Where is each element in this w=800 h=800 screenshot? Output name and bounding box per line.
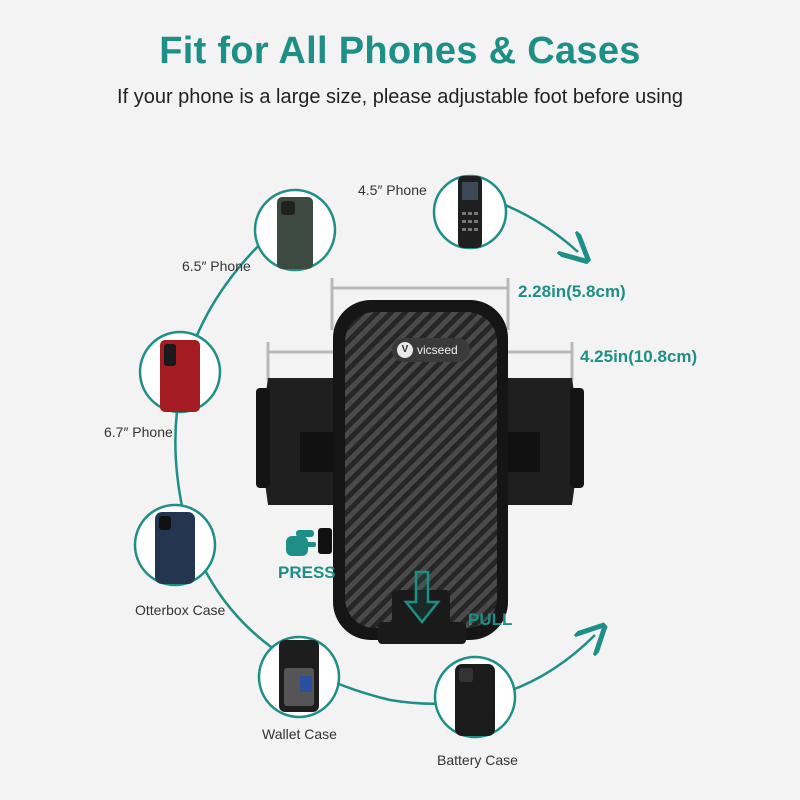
- label-wallet-case: Wallet Case: [262, 726, 337, 742]
- mount-carbon-panel: [345, 312, 497, 628]
- label-battery-case: Battery Case: [437, 752, 518, 768]
- release-button: [318, 528, 332, 554]
- pull-label: PULL: [468, 610, 513, 629]
- top-arc: [504, 203, 578, 252]
- label-6-7-phone: 6.7″ Phone: [104, 424, 173, 440]
- page-subtitle: If your phone is a large size, please ad…: [117, 86, 683, 108]
- battery-case-icon: [433, 655, 517, 739]
- label-6-5-phone: 6.5″ Phone: [182, 258, 251, 274]
- mount-foot: [378, 590, 466, 644]
- wallet-case-icon: [257, 635, 341, 719]
- right-arm: [500, 378, 584, 505]
- label-otterbox-case: Otterbox Case: [135, 602, 226, 618]
- pull-arrow-icon: [403, 570, 441, 625]
- min-width-label: 2.28in(5.8cm): [518, 282, 626, 301]
- max-width-label: 4.25in(10.8cm): [580, 347, 698, 366]
- rugged-case-icon: [133, 503, 217, 587]
- min-width-measure: [330, 278, 510, 330]
- brand-logo-icon: V: [397, 342, 413, 358]
- left-arm: [256, 378, 342, 505]
- red-smartphone-icon: [138, 330, 222, 414]
- press-label: PRESS: [278, 563, 336, 582]
- page-title: Fit for All Phones & Cases: [159, 30, 641, 72]
- press-hand-icon: [286, 530, 316, 556]
- label-4-5-phone: 4.5″ Phone: [358, 182, 427, 198]
- smartphone-icon: [253, 188, 337, 272]
- brand-name: vicseed: [417, 343, 458, 357]
- keypad-phone-icon: [432, 174, 508, 250]
